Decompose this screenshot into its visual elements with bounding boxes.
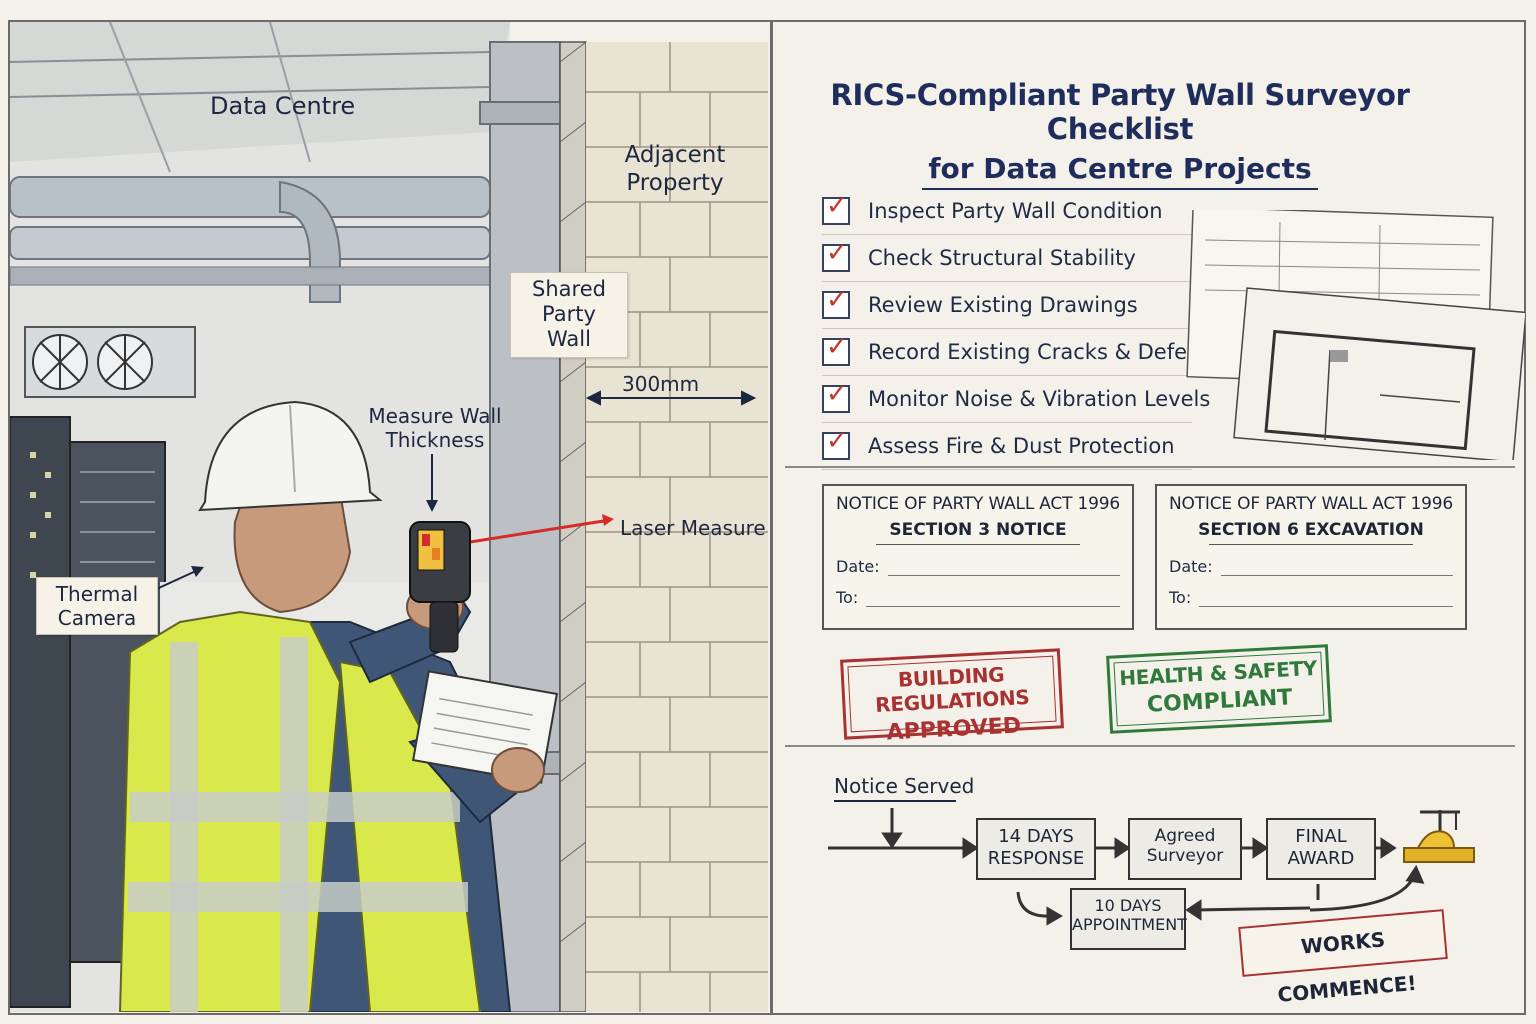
flow-step-agreed-surveyor: Agreed Surveyor	[1128, 818, 1242, 880]
to-input-line[interactable]	[866, 592, 1120, 607]
checklist-item-label: Record Existing Cracks & Defects	[868, 340, 1218, 364]
checklist-item-label: Monitor Noise & Vibration Levels	[868, 387, 1211, 411]
floor-plan-drawings	[1186, 210, 1525, 460]
to-field[interactable]: To:	[836, 588, 1120, 607]
health-safety-stamp: HEALTH & SAFETY COMPLIANT	[1106, 644, 1332, 734]
checklist-item[interactable]: ✓ Check Structural Stability	[822, 235, 1192, 282]
date-label: Date:	[1169, 557, 1213, 576]
scene-illustration	[10, 22, 768, 1012]
flow-step-14-days-response: 14 DAYS RESPONSE	[976, 818, 1096, 880]
measure-thickness-label: Measure Wall Thickness	[368, 404, 502, 452]
check-icon: ✓	[826, 332, 848, 362]
to-label: To:	[836, 588, 859, 607]
flow-step-final-award: FINAL AWARD	[1266, 818, 1376, 880]
checkbox[interactable]: ✓	[822, 426, 850, 460]
checkbox[interactable]: ✓	[822, 191, 850, 225]
notice-section: SECTION 3 NOTICE	[889, 520, 1067, 540]
flow-step-10-days-appointment: 10 DAYS APPOINTMENT	[1070, 888, 1187, 950]
to-label: To:	[1169, 588, 1192, 607]
thermal-camera-label: Thermal Camera	[36, 577, 158, 635]
checklist-item-label: Inspect Party Wall Condition	[868, 199, 1163, 223]
checklist-title: RICS-Compliant Party Wall Surveyor Check…	[800, 78, 1440, 190]
date-field[interactable]: Date:	[836, 557, 1120, 576]
adjacent-property-label: Adjacent Property	[624, 142, 726, 196]
date-input-line[interactable]	[1220, 561, 1453, 576]
checklist-item[interactable]: ✓ Inspect Party Wall Condition	[822, 188, 1192, 235]
checkbox[interactable]: ✓	[822, 285, 850, 319]
check-icon: ✓	[826, 426, 848, 456]
notice-rule	[1209, 544, 1413, 545]
check-icon: ✓	[826, 191, 848, 221]
construction-icon	[1403, 810, 1475, 863]
checklist-item[interactable]: ✓ Monitor Noise & Vibration Levels	[822, 376, 1210, 423]
to-input-line[interactable]	[1199, 592, 1453, 607]
check-icon: ✓	[826, 238, 848, 268]
notice-title: NOTICE OF PARTY WALL ACT 1996	[1169, 494, 1453, 514]
checklist-item-label: Check Structural Stability	[868, 246, 1136, 270]
building-regulations-stamp: BUILDING REGULATIONS APPROVED	[840, 648, 1064, 745]
checklist-item-label: Assess Fire & Dust Protection	[868, 434, 1175, 458]
notice-served-underline	[834, 800, 956, 802]
title-line-2: for Data Centre Projects	[922, 152, 1318, 190]
section-divider	[785, 466, 1515, 468]
wall-dimension-label: 300mm	[622, 372, 700, 396]
stamp-line-1: BUILDING REGULATIONS	[874, 662, 1031, 718]
checklist-item[interactable]: ✓ Assess Fire & Dust Protection	[822, 423, 1192, 470]
date-field[interactable]: Date:	[1169, 557, 1453, 576]
notice-rule	[876, 544, 1080, 545]
survey-checklist: ✓ Inspect Party Wall Condition ✓ Check S…	[822, 188, 1218, 470]
checkbox[interactable]: ✓	[822, 238, 850, 272]
checkbox[interactable]: ✓	[822, 332, 850, 366]
date-label: Date:	[836, 557, 880, 576]
notice-section: SECTION 6 EXCAVATION	[1198, 520, 1424, 540]
checklist-item-label: Review Existing Drawings	[868, 293, 1138, 317]
check-icon: ✓	[826, 285, 848, 315]
notice-title: NOTICE OF PARTY WALL ACT 1996	[836, 494, 1120, 514]
page-frame	[8, 20, 1526, 1015]
panel-divider	[770, 20, 773, 1015]
data-centre-label: Data Centre	[210, 92, 356, 120]
survey-scene: Data Centre Adjacent Property Shared Par…	[10, 22, 768, 1012]
checklist-item[interactable]: ✓ Record Existing Cracks & Defects	[822, 329, 1218, 376]
notice-served-label: Notice Served	[834, 774, 975, 798]
date-input-line[interactable]	[887, 561, 1120, 576]
check-icon: ✓	[826, 379, 848, 409]
checklist-item[interactable]: ✓ Review Existing Drawings	[822, 282, 1192, 329]
section-3-notice-form: NOTICE OF PARTY WALL ACT 1996 SECTION 3 …	[822, 484, 1134, 630]
section-divider	[785, 745, 1515, 747]
section-6-notice-form: NOTICE OF PARTY WALL ACT 1996 SECTION 6 …	[1155, 484, 1467, 630]
shared-wall-label: Shared Party Wall	[510, 272, 628, 358]
process-flow-arrows	[828, 808, 1475, 926]
laser-measure-label: Laser Measure	[620, 516, 766, 540]
title-line-1: RICS-Compliant Party Wall Surveyor Check…	[830, 78, 1410, 146]
to-field[interactable]: To:	[1169, 588, 1453, 607]
checkbox[interactable]: ✓	[822, 379, 850, 413]
